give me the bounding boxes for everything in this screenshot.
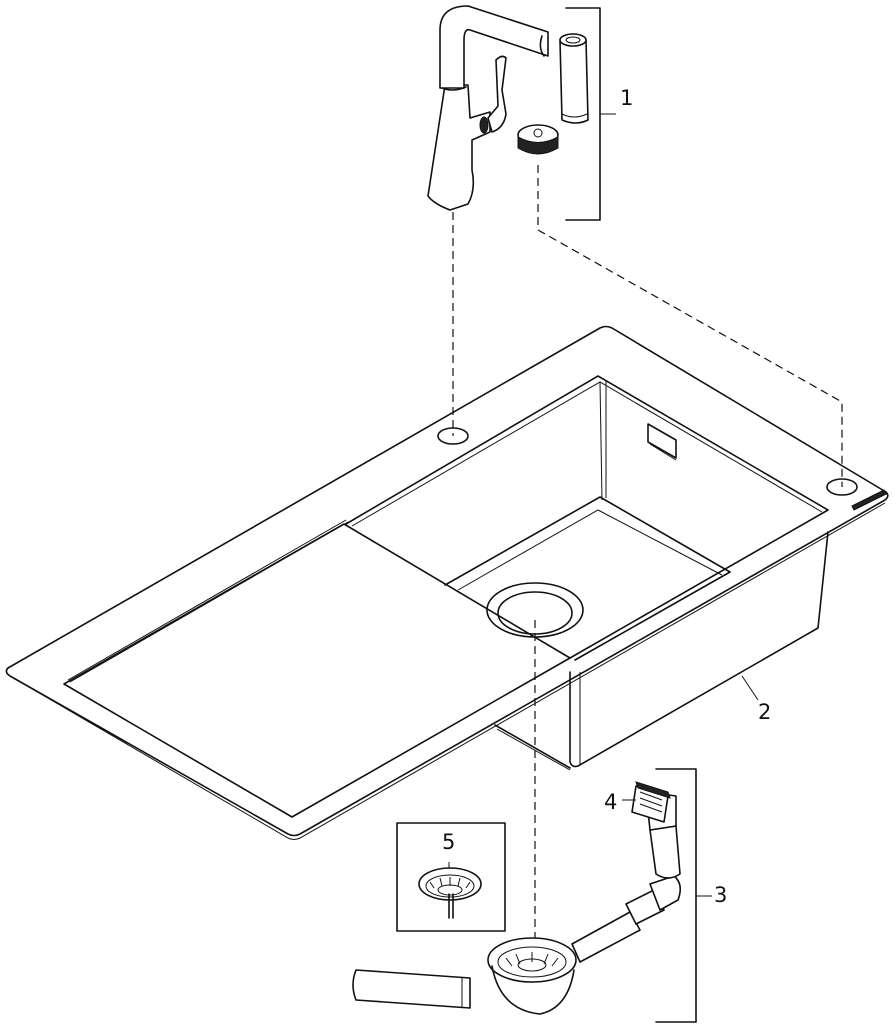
assembly-guides	[452, 165, 843, 960]
faucet	[427, 5, 616, 221]
callout-1: 1	[620, 86, 634, 110]
sink-basin	[5, 325, 889, 840]
callout-4: 4	[604, 790, 618, 814]
strainer-detail	[396, 822, 506, 932]
callout-3: 3	[714, 883, 728, 907]
drain-assembly	[352, 768, 712, 1023]
callout-5: 5	[442, 830, 456, 854]
callout-2: 2	[758, 700, 772, 724]
